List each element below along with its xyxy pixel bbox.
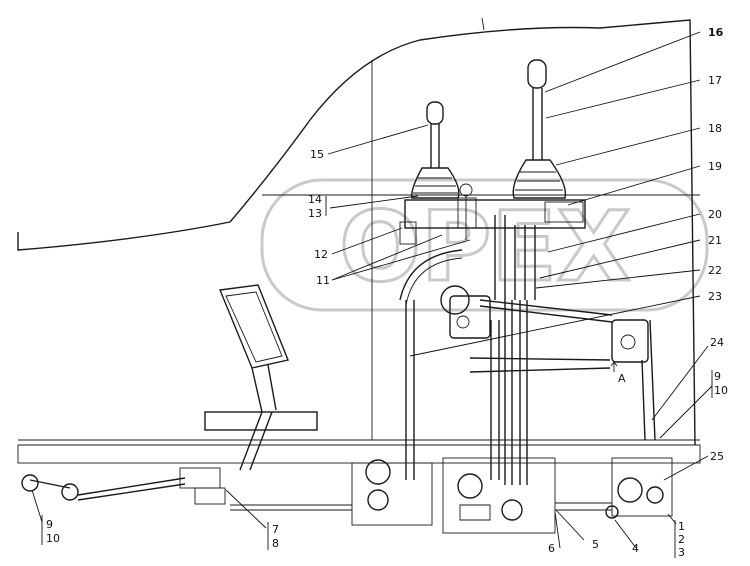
callout-14: 14 xyxy=(308,193,322,206)
callout-11: 11 xyxy=(316,274,330,287)
callout-labels: 16 17 18 19 20 21 22 23 15 14 13 12 11 2… xyxy=(41,26,728,559)
callout-25: 25 xyxy=(710,450,724,463)
callout-3: 3 xyxy=(678,546,685,559)
view-a-arrow xyxy=(610,361,618,372)
callout-10-right: 10 xyxy=(714,384,728,397)
callout-2: 2 xyxy=(678,533,685,546)
watermark-text: OPEX xyxy=(339,191,631,303)
callout-22: 22 xyxy=(708,264,722,277)
floor-frame xyxy=(17,444,701,534)
vertical-rods xyxy=(405,215,536,485)
callout-4: 4 xyxy=(632,542,639,555)
left-floor-linkage xyxy=(21,467,226,505)
callout-19: 19 xyxy=(708,160,722,173)
floor-mechanisms xyxy=(365,459,664,521)
left-control-lever xyxy=(411,101,460,199)
foot-pedal xyxy=(204,284,318,471)
callout-20: 20 xyxy=(708,208,722,221)
leader-lines xyxy=(31,31,713,549)
callout-12: 12 xyxy=(314,248,328,261)
crank-plates xyxy=(440,285,656,441)
callout-17: 17 xyxy=(708,74,722,87)
callout-8: 8 xyxy=(272,537,279,550)
callout-24: 24 xyxy=(710,336,724,349)
callout-9-right: 9 xyxy=(714,370,721,383)
lever-bracket xyxy=(399,183,586,245)
callout-23: 23 xyxy=(708,290,722,303)
callout-5: 5 xyxy=(592,538,599,551)
callout-6: 6 xyxy=(548,542,555,555)
callout-10-left: 10 xyxy=(46,532,60,545)
callout-13: 13 xyxy=(308,207,322,220)
callout-1: 1 xyxy=(678,520,685,533)
view-a-label: A xyxy=(618,372,626,385)
sector-quadrant xyxy=(399,249,463,306)
callout-15: 15 xyxy=(310,148,324,161)
callout-9-left: 9 xyxy=(46,518,53,531)
callout-7: 7 xyxy=(272,523,279,536)
callout-18: 18 xyxy=(708,122,722,135)
right-control-lever xyxy=(512,59,567,199)
callout-21: 21 xyxy=(708,234,722,247)
callout-16: 16 xyxy=(708,26,724,39)
